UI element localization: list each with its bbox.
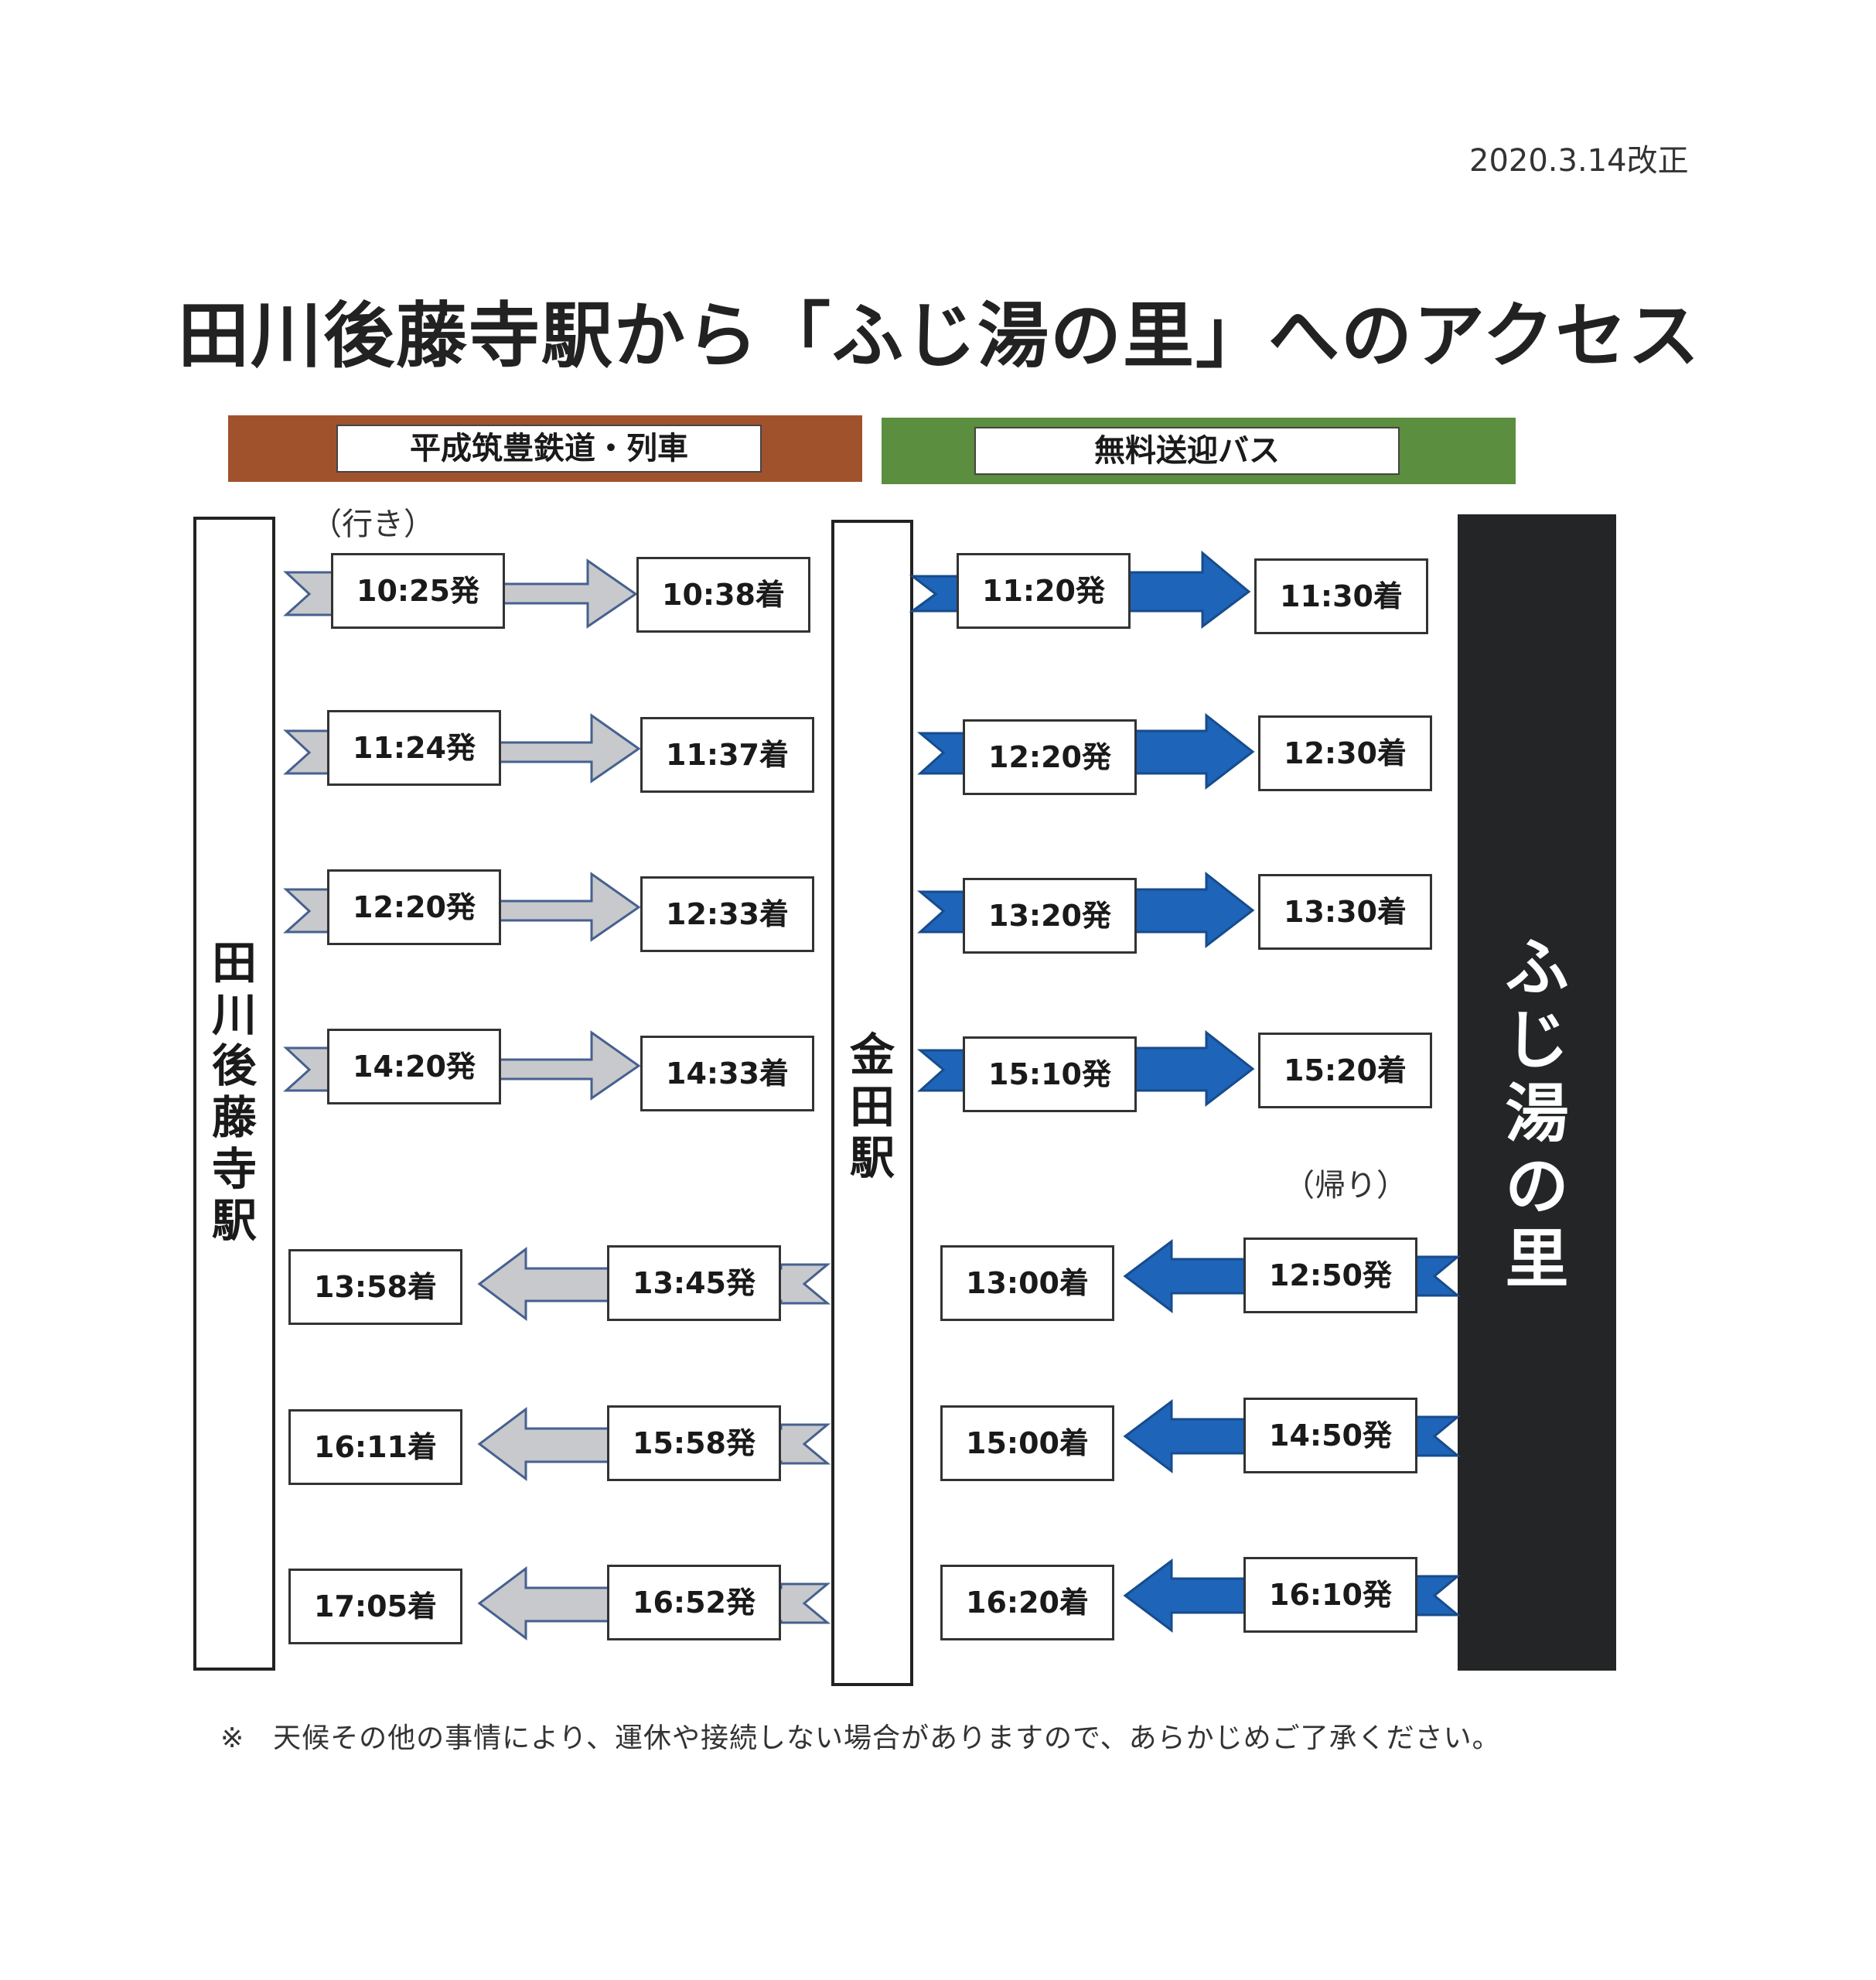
train-return-arrive-1: 13:58着 bbox=[288, 1249, 462, 1325]
footnote: ※ 天候その他の事情により、運休や接続しない場合がありますので、あらかじめご了承… bbox=[220, 1722, 1501, 1754]
bus-outbound-arrive-4: 15:20着 bbox=[1258, 1033, 1432, 1108]
outbound-label: （行き） bbox=[311, 507, 435, 542]
train-return-depart-2: 15:58発 bbox=[607, 1405, 781, 1481]
train-return-arrive-3: 17:05着 bbox=[288, 1569, 462, 1644]
train-outbound-depart-2: 11:24発 bbox=[327, 710, 501, 786]
bus-return-arrive-2: 15:00着 bbox=[940, 1405, 1114, 1481]
station-tagawa-gotoji-name: 田川後 藤寺駅 bbox=[211, 937, 257, 1248]
train-outbound-arrive-2: 11:37着 bbox=[640, 717, 814, 793]
bus-outbound-arrive-3: 13:30着 bbox=[1258, 874, 1432, 950]
train-return-depart-3: 16:52発 bbox=[607, 1565, 781, 1640]
bus-return-depart-1: 12:50発 bbox=[1243, 1238, 1417, 1313]
bus-outbound-depart-1: 11:20発 bbox=[957, 553, 1131, 629]
train-return-depart-1: 13:45発 bbox=[607, 1245, 781, 1321]
bus-return-depart-2: 14:50発 bbox=[1243, 1398, 1417, 1473]
train-header-band: 平成筑豊鉄道・列車 bbox=[228, 415, 862, 482]
station-tagawa-gotoji: 田川後 藤寺駅 bbox=[193, 517, 275, 1671]
bus-return-arrive-1: 13:00着 bbox=[940, 1245, 1114, 1321]
train-return-arrive-2: 16:11着 bbox=[288, 1409, 462, 1485]
inbound-label: （帰り） bbox=[1284, 1168, 1407, 1203]
station-kanada: 金田駅 bbox=[831, 520, 913, 1686]
bus-outbound-depart-2: 12:20発 bbox=[963, 719, 1137, 795]
bus-outbound-arrive-1: 11:30着 bbox=[1254, 558, 1428, 634]
bus-header-band: 無料送迎バス bbox=[882, 418, 1516, 484]
train-outbound-arrive-4: 14:33着 bbox=[640, 1036, 814, 1111]
train-outbound-depart-3: 12:20発 bbox=[327, 869, 501, 945]
bus-outbound-arrive-2: 12:30着 bbox=[1258, 715, 1432, 791]
train-outbound-arrive-1: 10:38着 bbox=[636, 557, 810, 633]
page-title: 田川後藤寺駅から「ふじ湯の里」へのアクセス bbox=[178, 295, 1701, 377]
bus-header-label: 無料送迎バス bbox=[974, 427, 1400, 475]
train-outbound-arrive-3: 12:33着 bbox=[640, 876, 814, 952]
bus-return-arrive-3: 16:20着 bbox=[940, 1565, 1114, 1640]
train-outbound-depart-4: 14:20発 bbox=[327, 1029, 501, 1104]
bus-outbound-depart-4: 15:10発 bbox=[963, 1036, 1137, 1112]
revision-date: 2020.3.14改正 bbox=[1469, 143, 1689, 179]
bus-return-depart-3: 16:10発 bbox=[1243, 1557, 1417, 1633]
train-outbound-depart-1: 10:25発 bbox=[331, 553, 505, 629]
destination-fujiyunosato-name: ふじ湯 の里 bbox=[1505, 931, 1569, 1297]
bus-outbound-depart-3: 13:20発 bbox=[963, 878, 1137, 954]
train-header-label: 平成筑豊鉄道・列車 bbox=[336, 425, 762, 473]
station-kanada-name: 金田駅 bbox=[849, 1029, 895, 1185]
destination-fujiyunosato: ふじ湯 の里 bbox=[1458, 514, 1616, 1671]
